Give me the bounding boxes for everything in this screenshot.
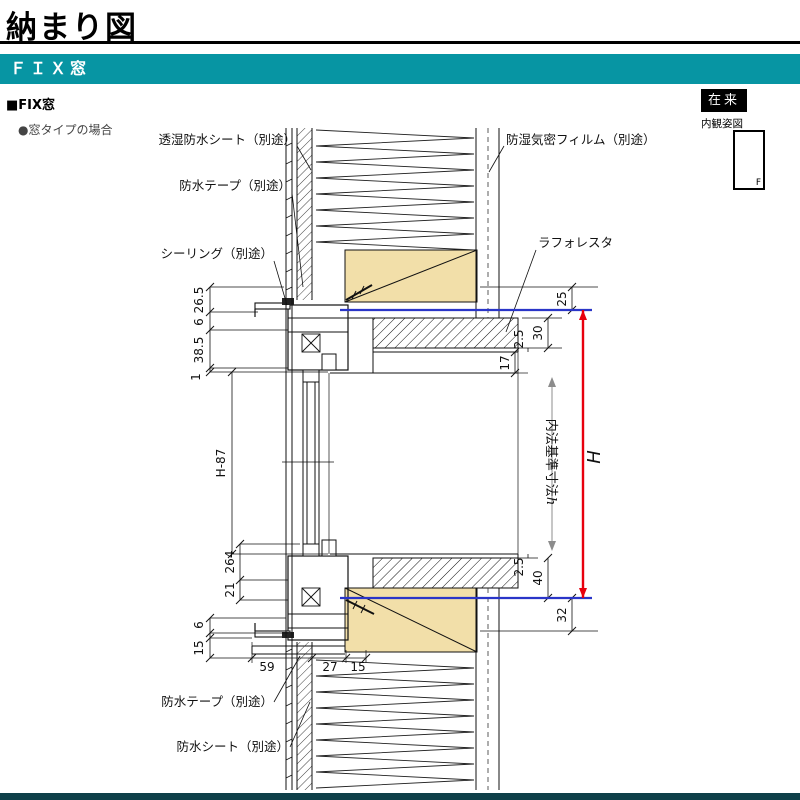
section-banner-label: ＦＩＸ窓: [10, 59, 91, 78]
overall-height-arrow-down: [579, 588, 587, 598]
glass-spacer-top: [302, 369, 320, 383]
dim-bottom-59: 59: [259, 660, 274, 674]
subsection-label: ■FIX窓: [6, 98, 56, 113]
callout-sealing: シーリング（別途）: [160, 246, 273, 261]
glass-spacer-bottom: [302, 543, 320, 557]
inner-height-symbol: h: [543, 497, 558, 505]
inner-height-label-text: 内法基準寸法: [543, 419, 559, 497]
dim-left-6-bottom: 6: [192, 621, 206, 629]
window-mark: F: [755, 178, 761, 188]
sill-hatch: [372, 557, 519, 589]
dim-right-25: 25: [555, 291, 569, 306]
drawing-solids: [254, 128, 519, 790]
callout-tape-bottom: 防水テープ（別途）: [161, 694, 273, 709]
lintel-hatch: [372, 317, 519, 349]
head-flange: [254, 302, 291, 310]
callout-sheet-bottom: 防水シート（別途）: [176, 739, 289, 754]
title-rule: [0, 41, 800, 44]
dim-left-6-top: 6: [192, 318, 206, 326]
sheathing-hatch-top: [297, 128, 312, 300]
callout-tape-top: 防水テープ（別途）: [179, 178, 291, 193]
callout-sheet-top: 透湿防水シート（別途）: [158, 132, 296, 147]
callout-film: 防湿気密フィルム（別途）: [506, 132, 656, 147]
dim-right-2-5-bottom: 2.5: [512, 557, 526, 576]
datum-lines: [340, 308, 592, 600]
dim-right-17: 17: [498, 355, 512, 370]
dim-left-264: 264: [223, 551, 237, 574]
page-title: 納まり図: [6, 10, 138, 46]
dim-right-2-5-top: 2.5: [512, 329, 526, 348]
dim-bottom-27: 27: [322, 660, 337, 674]
case-type-label: ●窓タイプの場合: [18, 123, 113, 137]
dim-left-38-5: 38.5: [192, 337, 206, 364]
dim-left-15: 15: [192, 640, 206, 655]
callout-product: ラフォレスタ: [538, 235, 613, 250]
window-elevation-figure: F: [733, 130, 765, 190]
section-banner: ＦＩＸ窓: [0, 54, 800, 84]
dim-right-40: 40: [531, 570, 545, 585]
construction-method-badge: 在来: [701, 89, 747, 112]
drawing-linework: [205, 128, 598, 790]
dim-right-32: 32: [555, 607, 569, 622]
dim-left-h87: H-87: [214, 449, 228, 478]
dim-right-30: 30: [531, 325, 545, 340]
overall-height-arrow-up: [579, 310, 587, 320]
inner-height-arrow-up: [548, 377, 556, 387]
sill-sealing-bead: [282, 632, 294, 638]
dim-left-1: 1: [189, 373, 203, 381]
footer-bar: [0, 793, 800, 800]
drawing-labels: 26.5 6 38.5 1 H-87 264 21 6 15 25 2.5 30…: [158, 132, 655, 754]
head-sealing-bead: [282, 298, 294, 305]
sheathing-hatch-bottom: [297, 642, 312, 790]
head-glazing-bead: [321, 353, 337, 371]
dim-left-21: 21: [223, 582, 237, 597]
dim-left-26-5: 26.5: [192, 287, 206, 314]
inner-height-arrow-down: [548, 541, 556, 551]
dim-bottom-15: 15: [350, 660, 365, 674]
inner-height-label: 内法基準寸法h: [543, 419, 559, 505]
overall-height-label: H: [584, 450, 605, 464]
interior-view-label: 内観姿図: [701, 118, 743, 130]
